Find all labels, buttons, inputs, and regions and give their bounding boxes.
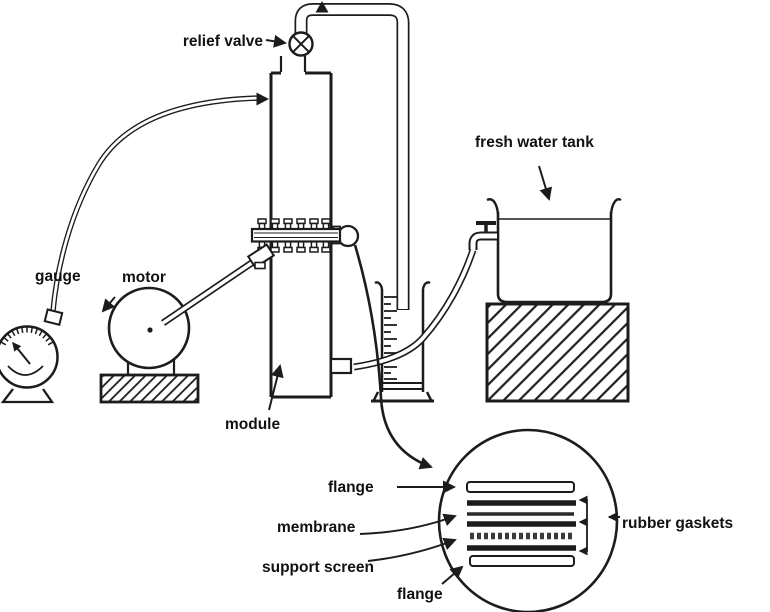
- module-arrow: [268, 364, 284, 411]
- tube-connection-arrow: [256, 92, 269, 106]
- pressure-gauge: [0, 308, 64, 404]
- manifold-bolts: [257, 218, 331, 253]
- flange-top-label: flange: [328, 479, 374, 496]
- manifold-bar: [250, 227, 342, 243]
- tank-stand-block: [485, 302, 630, 403]
- cylinder-graduations: [384, 296, 397, 380]
- feed-tube: [353, 248, 477, 371]
- relief-valve-arrow: [265, 34, 287, 48]
- gauge-tick-marks: [0, 327, 54, 346]
- motor-base: [99, 373, 200, 404]
- fresh-water-tank-arrow: [538, 165, 553, 201]
- module-outlet-stub: [329, 357, 353, 375]
- flange-bottom-label: flange: [397, 586, 443, 603]
- gauge-fitting: [43, 308, 64, 326]
- gaskets-bracket: [578, 495, 588, 556]
- module-label: module: [225, 416, 280, 433]
- relief-valve-label: relief valve: [183, 33, 264, 50]
- detail-callout-arrow: [353, 244, 433, 470]
- support-screen-label: support screen: [262, 559, 374, 576]
- fresh-water-tank-group: [468, 198, 622, 304]
- rubber-gaskets-label: rubber gaskets: [622, 515, 733, 532]
- graduated-cylinder: [371, 281, 434, 403]
- label-arrows: [101, 34, 620, 585]
- flange-bottom-arrow: [441, 565, 464, 585]
- flange-bottom-layer: [469, 555, 575, 567]
- tank-body: [496, 212, 613, 304]
- flange-top-layer: [466, 481, 575, 493]
- gauge-tube: [50, 95, 260, 312]
- cylinder-base: [372, 391, 433, 401]
- membrane-label: membrane: [277, 519, 356, 536]
- recirculation-pipe: [294, 3, 410, 310]
- support-screen-arrow: [367, 537, 457, 562]
- drive-shaft: [161, 255, 261, 326]
- gauge-arrow: [101, 296, 116, 313]
- motor-label: motor: [122, 269, 166, 286]
- tank-tap: [468, 221, 497, 250]
- pump-manifold: [246, 218, 360, 270]
- gauge-inner-arc: [7, 365, 44, 376]
- fresh-water-tank-label: fresh water tank: [475, 134, 594, 151]
- motor-shaft-center: [147, 327, 153, 333]
- gauge-label: gauge: [35, 268, 81, 285]
- module-neck: [279, 56, 307, 72]
- detail-view-circle: [437, 428, 619, 612]
- flow-arrow-up: [315, 1, 329, 13]
- gauge-stand: [0, 388, 55, 404]
- motor-assembly: [99, 286, 200, 404]
- relief-valve-symbol: [288, 31, 314, 57]
- gauge-needle: [12, 341, 31, 365]
- membrane-arrow: [359, 513, 457, 535]
